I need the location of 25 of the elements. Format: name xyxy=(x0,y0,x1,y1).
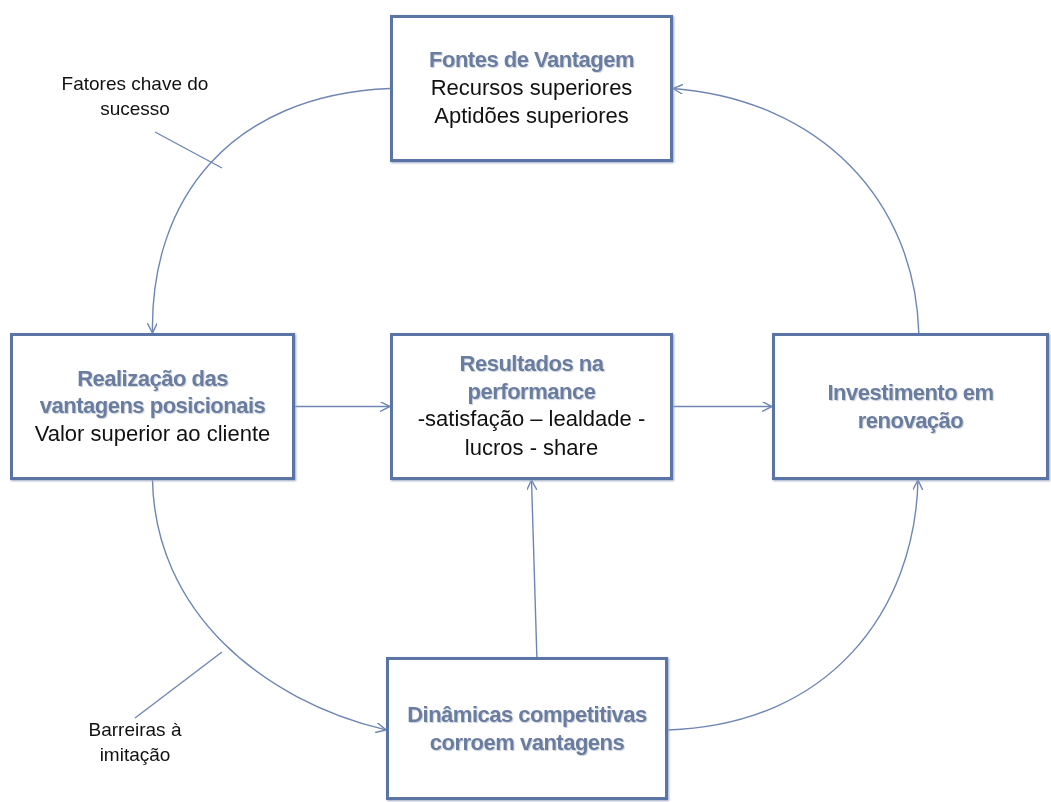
arrow xyxy=(672,84,920,334)
arrow xyxy=(147,87,391,334)
box-heading: Dinâmicas competitivas corroem vantagens xyxy=(407,701,647,756)
arrow xyxy=(672,400,773,413)
box-heading: Realização das vantagens posicionais xyxy=(38,364,267,420)
process-box xyxy=(772,333,1049,480)
annotation-label: Fatores chave do sucesso xyxy=(60,72,210,121)
arrow xyxy=(526,479,538,658)
process-box xyxy=(10,333,295,480)
arrow xyxy=(667,479,923,731)
box-text: -satisfação – lealdade - lucros - share xyxy=(416,405,647,462)
annotation-label: Barreiras à imitação xyxy=(87,718,183,767)
box-heading: Investimento em renovação xyxy=(826,379,995,434)
process-box xyxy=(390,333,673,480)
box-text: Recursos superiores xyxy=(430,73,633,102)
box-text: Valor superior ao cliente xyxy=(34,419,271,448)
box-text: Aptidões superiores xyxy=(434,102,629,131)
box-heading: Resultados na performance xyxy=(458,350,605,406)
arrow xyxy=(151,479,387,733)
box-heading: Fontes de Vantagem xyxy=(429,46,634,74)
leader-line xyxy=(134,651,223,719)
process-box xyxy=(386,657,668,800)
leader-line xyxy=(154,131,223,169)
arrow xyxy=(294,400,391,413)
process-box xyxy=(390,15,673,162)
